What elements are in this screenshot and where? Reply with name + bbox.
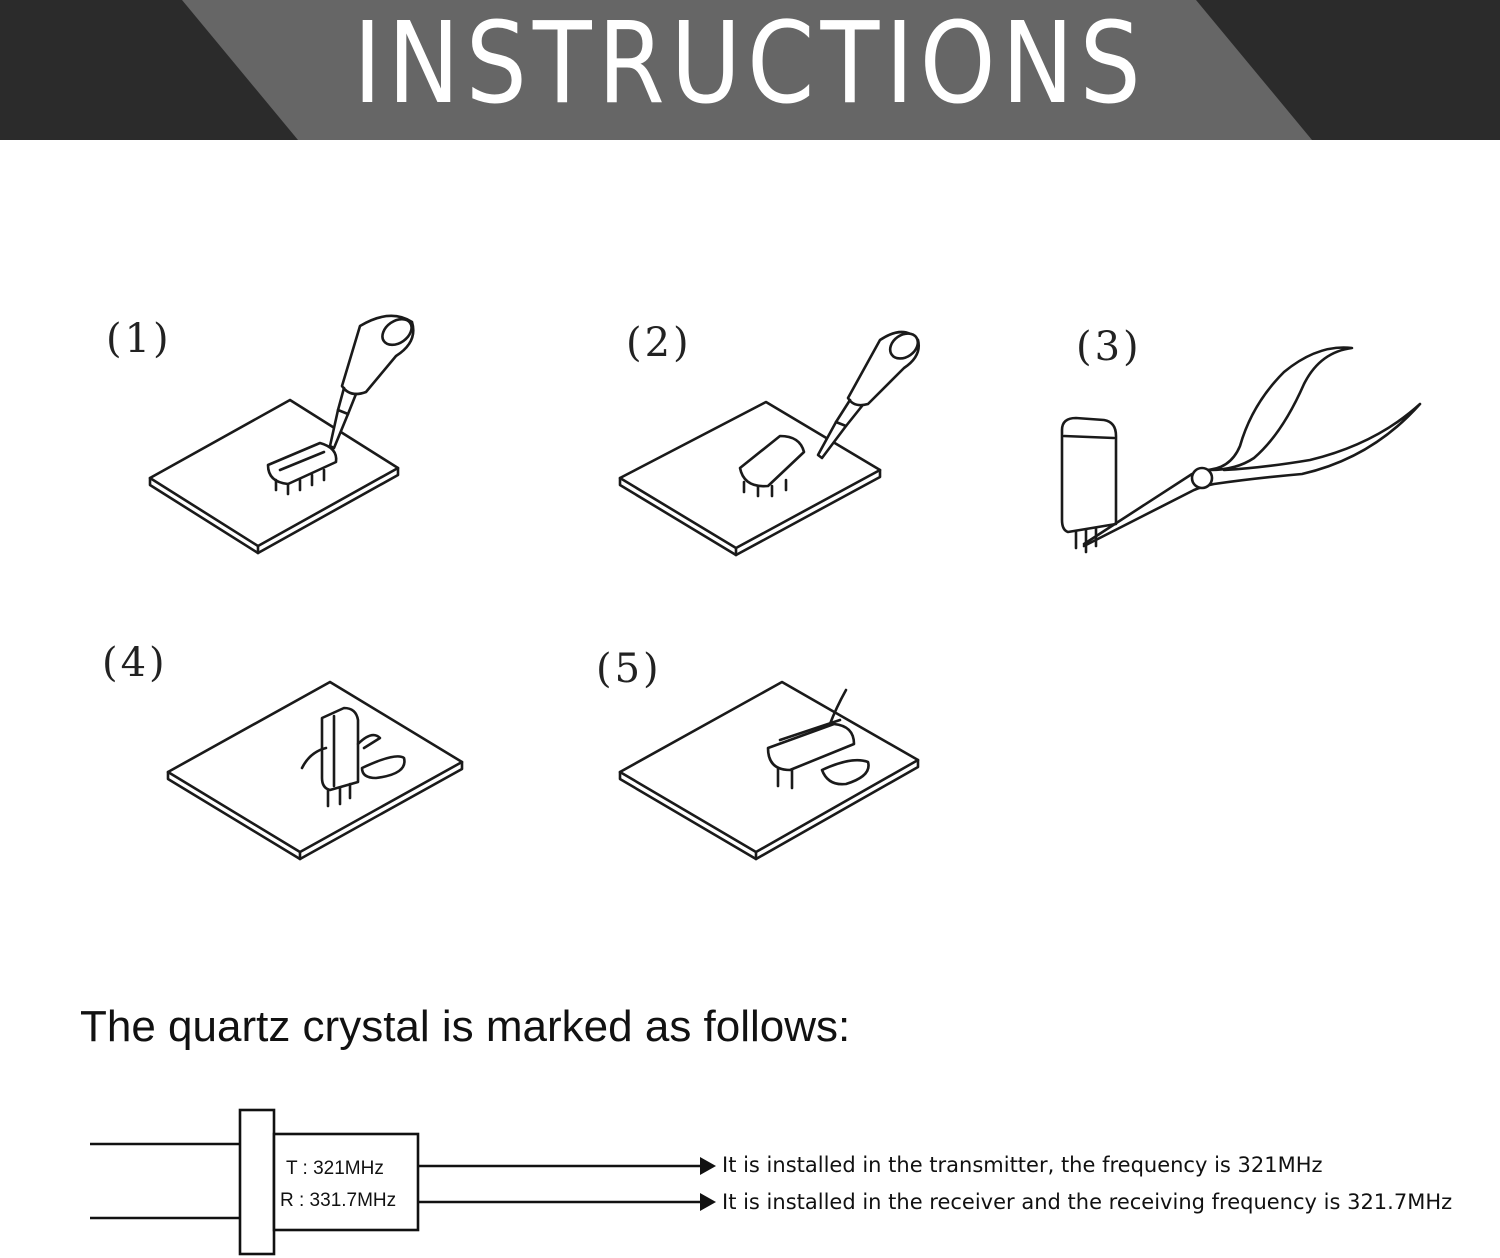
- step-5-label: (5): [596, 646, 662, 692]
- banner-background: [0, 0, 1500, 140]
- instructions-banner: INSTRUCTIONS: [0, 0, 1500, 140]
- crystal-upright-on-board-icon: [166, 680, 464, 861]
- soldering-iron-on-board-icon: [148, 314, 415, 555]
- transmitter-note: It is installed in the transmitter, the …: [722, 1153, 1323, 1177]
- transmitter-arrowhead: [700, 1157, 716, 1175]
- banner-inner-band: [182, 0, 1312, 140]
- receiver-note: It is installed in the receiver and the …: [722, 1190, 1453, 1214]
- transmitter-marking: T : 321MHz: [286, 1158, 384, 1179]
- soldering-iron-on-board-icon: [618, 330, 920, 557]
- step-4-label: (4): [102, 640, 168, 686]
- crystal-marking-box: [272, 1132, 420, 1232]
- receiver-arrowhead: [700, 1193, 716, 1211]
- tweezers-crystal-icon: [1060, 346, 1422, 554]
- crystal-body: [238, 1108, 276, 1256]
- step-1-label: (1): [106, 316, 172, 362]
- step-3-label: (3): [1076, 324, 1142, 370]
- marking-heading: The quartz crystal is marked as follows:: [80, 1002, 851, 1051]
- crystal-soldered-on-board-icon: [618, 680, 920, 861]
- step-2-label: (2): [626, 320, 692, 366]
- receiver-marking: R : 331.7MHz: [280, 1190, 397, 1211]
- banner-title: INSTRUCTIONS: [353, 0, 1147, 129]
